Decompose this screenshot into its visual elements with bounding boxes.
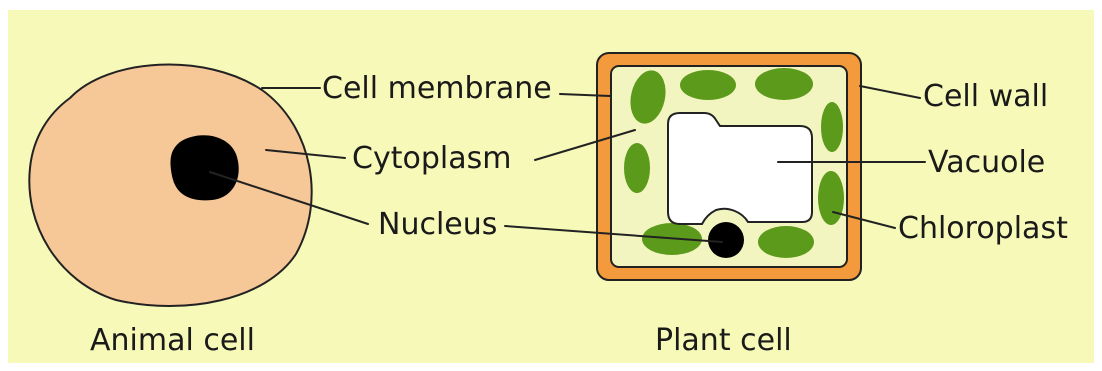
plant-cell — [597, 53, 861, 280]
animal-nucleus — [171, 135, 239, 200]
label-cell-wall: Cell wall — [923, 79, 1048, 114]
label-vacuole: Vacuole — [928, 145, 1045, 180]
label-cell-membrane: Cell membrane — [322, 71, 552, 106]
label-nucleus: Nucleus — [378, 207, 497, 242]
caption-plant-cell: Plant cell — [655, 323, 792, 358]
label-chloroplast: Chloroplast — [898, 211, 1068, 246]
caption-animal-cell: Animal cell — [90, 323, 255, 358]
chloroplast — [821, 102, 843, 152]
animal-cell-body — [29, 65, 311, 307]
vacuole — [668, 113, 812, 224]
chloroplast — [680, 70, 736, 100]
chloroplast — [758, 226, 814, 258]
chloroplast — [624, 143, 650, 193]
plant-nucleus — [708, 222, 744, 258]
label-cytoplasm: Cytoplasm — [352, 141, 511, 176]
chloroplast — [755, 68, 813, 100]
animal-cell — [29, 65, 311, 307]
chloroplast — [818, 171, 844, 225]
